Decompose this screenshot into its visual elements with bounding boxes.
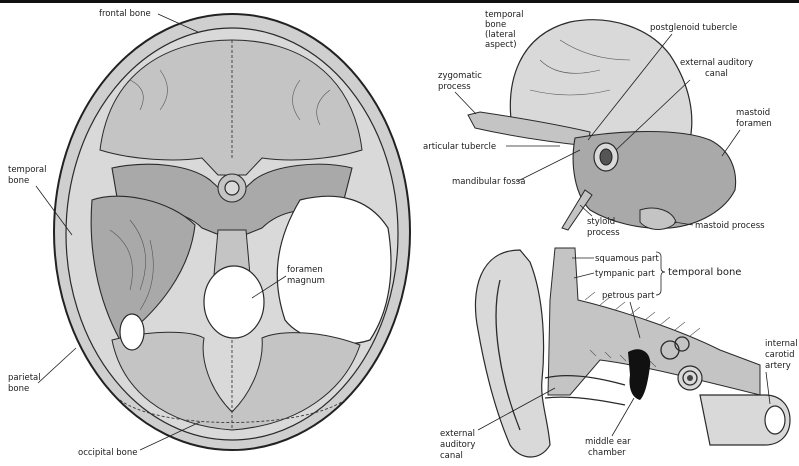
leader-parietal-bone: [38, 348, 76, 383]
ear-section-illustration: [475, 248, 790, 457]
label-mandibular-fossa: mandibular fossa: [452, 177, 525, 187]
label-parietal-bone-1: parietal: [8, 373, 41, 383]
label-styloid-process-1: styloid: [587, 217, 615, 227]
label-foramen-magnum-2: magnum: [287, 276, 325, 286]
label-temporal-bone-2: bone: [8, 176, 29, 186]
label-mastoid-process: mastoid process: [695, 221, 765, 231]
label-internal-carotid-1: internal: [765, 339, 798, 349]
label-temporal-bone-ear: temporal bone: [668, 267, 741, 278]
label-mastoid-foramen-1: mastoid: [736, 108, 770, 118]
label-temporal-title-4: aspect): [485, 40, 517, 50]
label-zygomatic-process-1: zygomatic: [438, 71, 482, 81]
leader-zygomatic-process: [455, 92, 476, 114]
label-internal-carotid-2: carotid: [765, 350, 794, 360]
label-mastoid-foramen-2: foramen: [736, 119, 772, 129]
skull-base-illustration: [54, 14, 410, 450]
label-petrous-part: petrous part: [602, 291, 655, 301]
label-middle-ear-1: middle ear: [585, 437, 631, 447]
label-occipital-bone: occipital bone: [78, 448, 137, 458]
auricle: [475, 250, 550, 457]
label-parietal-bone-2: bone: [8, 384, 29, 394]
leader-mandibular-fossa: [518, 150, 580, 181]
label-styloid-process-2: process: [587, 228, 620, 238]
label-postglenoid-tubercle: postglenoid tubercle: [650, 23, 737, 33]
label-articular-tubercle: articular tubercle: [423, 142, 496, 152]
label-squamous-part: squamous part: [595, 254, 660, 264]
label-tympanic-part: tympanic part: [595, 269, 655, 279]
label-ear-ext-auditory-1: external: [440, 429, 475, 439]
label-foramen-magnum-1: foramen: [287, 265, 323, 275]
label-temporal-title-1: temporal: [485, 10, 524, 20]
label-ear-ext-auditory-3: canal: [440, 451, 463, 461]
label-zygomatic-process-2: process: [438, 82, 471, 92]
label-middle-ear-2: chamber: [588, 448, 626, 458]
foramen-magnum-hole: [204, 266, 264, 338]
label-frontal-bone: frontal bone: [99, 9, 151, 19]
temporal-bone-lateral-illustration: [468, 20, 736, 230]
label-temporal-title-2: bone: [485, 20, 506, 30]
top-border: [0, 0, 799, 3]
label-ext-auditory-canal-2: canal: [705, 69, 728, 79]
label-temporal-bone-1: temporal: [8, 165, 47, 175]
label-ear-ext-auditory-2: auditory: [440, 440, 475, 450]
label-temporal-title-3: (lateral: [485, 30, 516, 40]
leader-mastoid-foramen: [722, 130, 740, 156]
ossicles: [628, 349, 650, 400]
label-internal-carotid-3: artery: [765, 361, 791, 371]
label-ext-auditory-canal-1: external auditory: [680, 58, 753, 68]
